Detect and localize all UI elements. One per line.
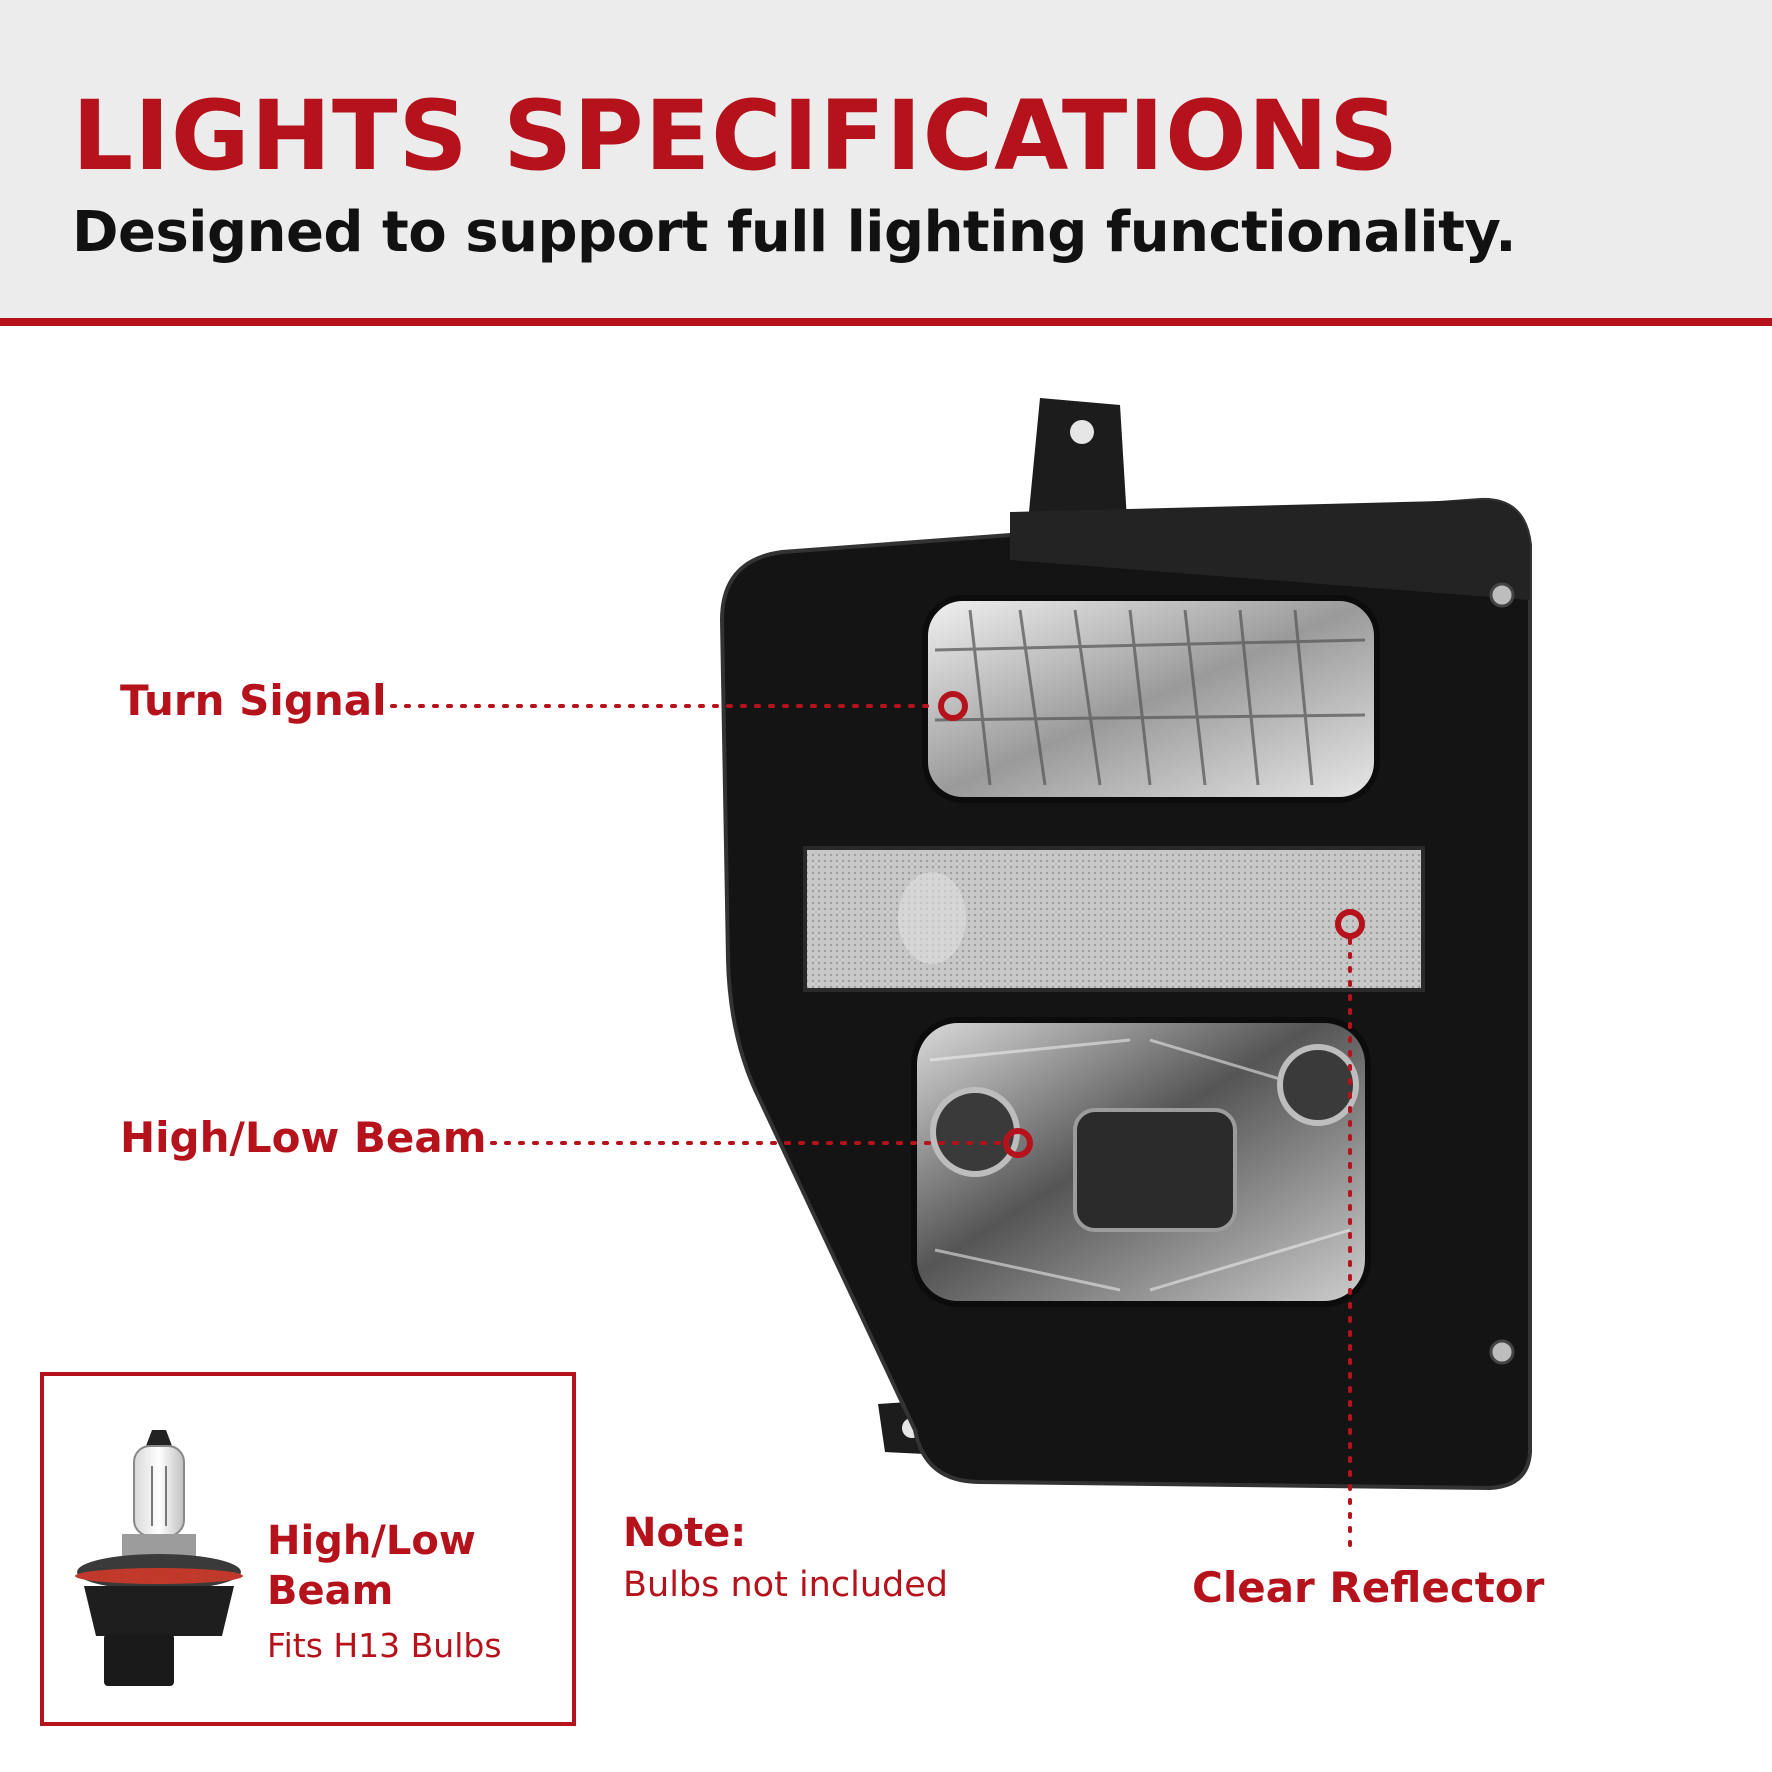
header-banner: LIGHTS SPECIFICATIONS Designed to suppor…	[0, 0, 1772, 318]
bulb-type-title: High/Low Beam	[267, 1518, 476, 1614]
mounting-bracket-top	[1028, 398, 1127, 522]
callout-line-clear-reflector	[1335, 909, 1365, 1547]
callout-line-high-low-beam	[476, 1128, 1033, 1158]
h13-bulb-icon	[75, 1430, 243, 1686]
side-marker-strip	[803, 846, 1425, 992]
note-text: Bulbs not included	[623, 1565, 948, 1605]
bulb-info-box: High/Low Beam Fits H13 Bulbs	[40, 1372, 576, 1726]
note-title: Note:	[623, 1510, 747, 1556]
turn-signal-label: Turn Signal	[120, 676, 387, 725]
page-subtitle: Designed to support full lighting functi…	[72, 200, 1517, 265]
clear-reflector-label: Clear Reflector	[1192, 1563, 1545, 1612]
header-divider	[0, 318, 1772, 326]
bulb-fit-text: Fits H13 Bulbs	[267, 1626, 502, 1665]
page-title: LIGHTS SPECIFICATIONS	[72, 80, 1400, 192]
callout-line-turn-signal	[376, 691, 968, 721]
high-low-beam-label: High/Low Beam	[120, 1113, 487, 1162]
